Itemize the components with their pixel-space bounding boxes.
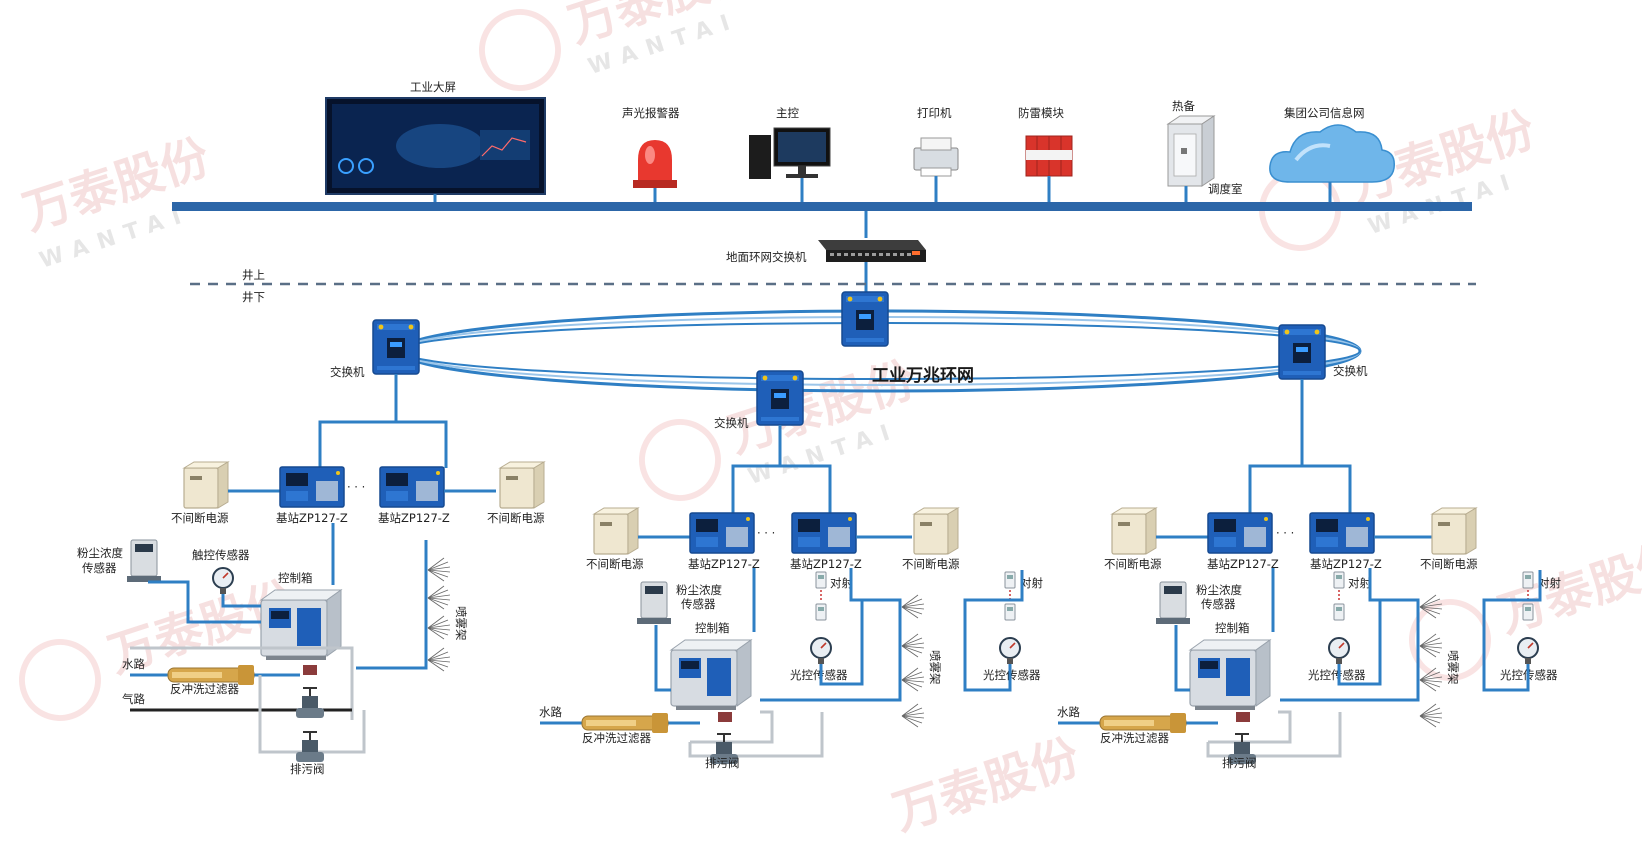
ring-title: 工业万兆环网 [872, 366, 974, 386]
switch-label: 交换机 [714, 416, 749, 430]
spray-rack-label: 喷雾架 [1446, 650, 1460, 685]
correlation-label: 对射 [1020, 576, 1043, 590]
light-sensor-label: 光控传感器 [1308, 668, 1366, 682]
light-sensor-label: 光控传感器 [790, 668, 848, 682]
surge-label: 防雷模块 [1018, 106, 1064, 120]
host-label: 主控 [776, 106, 799, 120]
switch-label: 交换机 [1333, 364, 1368, 378]
station-label: 基站ZP127-Z [1207, 557, 1279, 571]
dust-sensor-label: 粉尘浓度 [676, 583, 722, 597]
correlation-label: 对射 [1538, 576, 1561, 590]
ups-label: 不间断电源 [1104, 557, 1162, 571]
ring-switch-middle: 交换机 [714, 370, 804, 430]
ring-switch-top [841, 291, 889, 347]
spray-rack-label: 喷雾架 [454, 606, 468, 641]
water-label: 水路 [122, 657, 145, 671]
hotstandby-label: 热备 [1172, 99, 1195, 113]
spray-rack-label: 喷雾架 [928, 650, 942, 685]
ups-label: 不间断电源 [171, 511, 229, 525]
ups-label: 不间断电源 [487, 511, 545, 525]
branch-middle: · · · 不间断电源 基站ZP127-Z 基站ZP127-Z 不间断电源 粉尘… [539, 425, 1043, 770]
ring-switch-left: 交换机 [330, 319, 420, 379]
branch-right: · · · 不间断电源 基站ZP127-Z 基站ZP127-Z 不间断电源 粉尘… [1057, 379, 1561, 770]
ups-label: 不间断电源 [902, 557, 960, 571]
alarm-label: 声光报警器 [622, 106, 680, 120]
host-computer: 主控 [749, 106, 831, 202]
dots: · · · [757, 526, 775, 540]
industrial-screen: 工业大屏 [325, 80, 546, 202]
station-label: 基站ZP127-Z [1310, 557, 1382, 571]
dust-sensor-label: 粉尘浓度 [1196, 583, 1242, 597]
cloud-label: 集团公司信息网 [1284, 106, 1365, 120]
control-box-label: 控制箱 [1215, 621, 1250, 635]
station-label: 基站ZP127-Z [276, 511, 348, 525]
switch-label: 交换机 [330, 365, 365, 379]
ups-label: 不间断电源 [1420, 557, 1478, 571]
dust-sensor-label: 粉尘浓度 [77, 546, 123, 560]
cloud-icon: 集团公司信息网 [1269, 106, 1395, 202]
surge-module: 防雷模块 [1018, 106, 1073, 202]
dust-sensor-label-2: 传感器 [681, 597, 716, 611]
water-label: 水路 [1057, 705, 1080, 719]
dust-sensor-label-2: 传感器 [82, 561, 117, 575]
surface-underground-divider: 井上 井下 [190, 268, 1476, 304]
ethernet-bus [172, 202, 1472, 211]
watermark-text: 万泰股份 [886, 729, 1086, 842]
correlation-label: 对射 [830, 576, 853, 590]
ground-ring-switch: 地面环网交换机 [726, 211, 926, 296]
branch-left: · · · 不间断电源 基站ZP127-Z 基站ZP127-Z 不间断电源 粉尘… [77, 374, 545, 776]
dots: · · · [1276, 526, 1294, 540]
light-sensor-label: 光控传感器 [983, 668, 1041, 682]
station-label: 基站ZP127-Z [790, 557, 862, 571]
control-box-label: 控制箱 [278, 571, 313, 585]
control-box-label: 控制箱 [695, 621, 730, 635]
dispatch-label: 调度室 [1208, 182, 1243, 196]
drain-valve-label: 排污阀 [705, 756, 740, 770]
dots: · · · [347, 480, 365, 494]
ground-switch-label: 地面环网交换机 [726, 250, 807, 264]
dust-sensor-label-2: 传感器 [1201, 597, 1236, 611]
drain-valve-label: 排污阀 [1222, 756, 1257, 770]
air-label: 气路 [122, 692, 145, 706]
filter-label: 反冲洗过滤器 [1100, 731, 1169, 745]
ups-label: 不间断电源 [586, 557, 644, 571]
printer-device: 打印机 [913, 106, 959, 202]
filter-label: 反冲洗过滤器 [582, 731, 651, 745]
station-label: 基站ZP127-Z [688, 557, 760, 571]
correlation-label: 对射 [1348, 576, 1371, 590]
station-label: 基站ZP127-Z [378, 511, 450, 525]
watermark-layer: 万泰股份 WANTAI 万泰股份 WANTAI 万泰股份 WANTAI 万泰股份… [16, 0, 1642, 842]
divider-above: 井上 [242, 268, 265, 282]
screen-label: 工业大屏 [410, 80, 456, 94]
divider-below: 井下 [242, 290, 265, 304]
water-label: 水路 [539, 705, 562, 719]
filter-label: 反冲洗过滤器 [170, 682, 239, 696]
alarm-device: 声光报警器 [622, 106, 680, 202]
touch-sensor-label: 触控传感器 [192, 548, 250, 562]
hot-standby-server: 热备 调度室 [1166, 99, 1243, 202]
watermark-text: 万泰股份 [1492, 531, 1642, 644]
ring-switch-right: 交换机 [1278, 324, 1368, 380]
printer-label: 打印机 [917, 106, 952, 120]
drain-valve-label: 排污阀 [290, 762, 325, 776]
